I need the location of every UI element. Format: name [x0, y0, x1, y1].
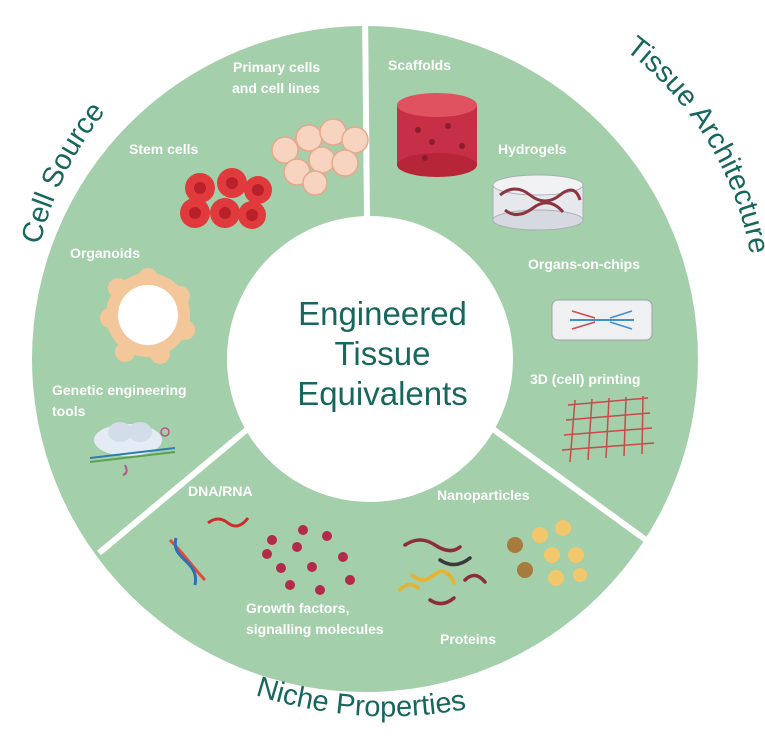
organoids-label: Organoids — [70, 245, 141, 261]
center-title-line3: Equivalents — [297, 375, 468, 412]
printing-label: 3D (cell) printing — [530, 371, 641, 387]
hydrogel-icon — [492, 174, 584, 231]
primary-cells-icon — [271, 118, 369, 196]
dna-rna-label: DNA/RNA — [188, 483, 253, 499]
center-title-line1: Engineered — [298, 295, 467, 332]
growth-factor-icon — [262, 525, 355, 595]
divider-left — [97, 424, 252, 556]
divider-right — [484, 421, 648, 543]
organ-on-chip-icon — [551, 299, 653, 341]
scaffold-icon — [397, 93, 477, 177]
genetic-tools-label-1: Genetic engineering — [52, 382, 187, 398]
hydrogels-label: Hydrogels — [498, 141, 567, 157]
divider-top — [362, 9, 370, 219]
genetic-tools-label-2: tools — [52, 403, 86, 419]
center-title-line2: Tissue — [334, 335, 431, 372]
growth-factors-label-1: Growth factors, — [246, 600, 350, 616]
inner-disk — [227, 216, 513, 502]
nanoparticles-icon — [507, 520, 587, 586]
primary-cells-label-1: Primary cells — [233, 59, 321, 75]
nanoparticles-label: Nanoparticles — [437, 487, 530, 503]
printed-mesh-icon — [561, 395, 655, 463]
primary-cells-label-2: and cell lines — [232, 80, 320, 96]
organoid-icon — [100, 268, 195, 364]
proteins-label: Proteins — [440, 631, 497, 647]
organs-on-chips-label: Organs-on-chips — [528, 256, 641, 272]
stem-cells-icon — [180, 168, 272, 229]
scaffolds-label: Scaffolds — [388, 57, 452, 73]
stem-cells-label: Stem cells — [129, 141, 199, 157]
growth-factors-label-2: signalling molecules — [246, 621, 384, 637]
genetic-tools-icon — [89, 422, 176, 476]
proteins-icon — [398, 538, 487, 606]
dna-icon — [168, 517, 250, 586]
